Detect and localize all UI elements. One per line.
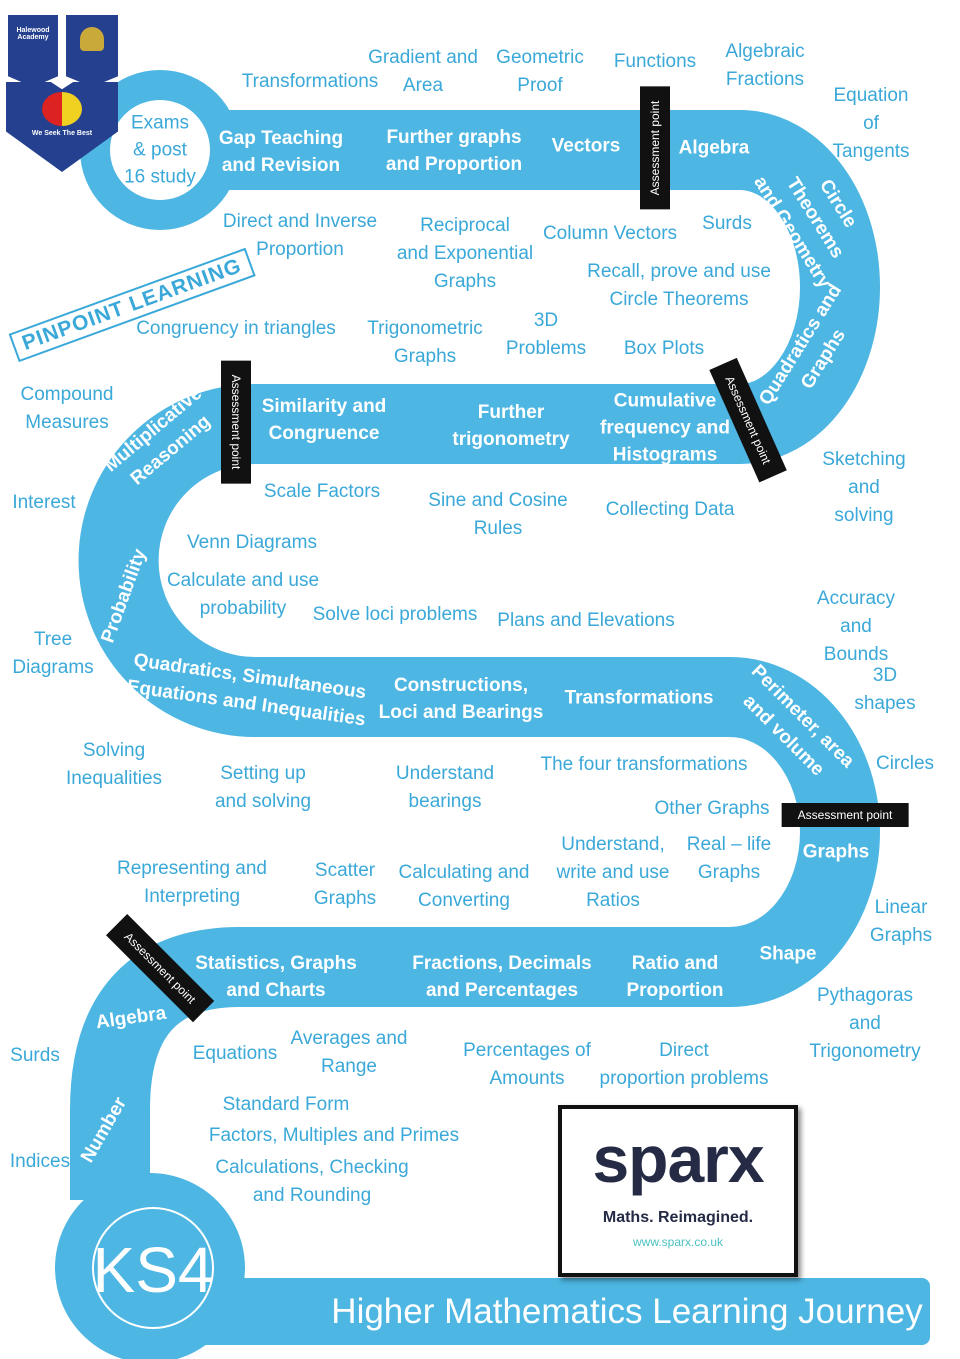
label-direct-inverse: Direct and Inverse Proportion xyxy=(222,211,378,260)
label-sine-cosine: Sine and Cosine Rules xyxy=(428,490,568,539)
label-calculations-checking: Calculations, Checking and Rounding xyxy=(215,1157,409,1206)
label-collecting-data: Collecting Data xyxy=(605,499,735,520)
school-name: Halewood Academy xyxy=(16,27,50,41)
sparx-logo-box: sparx Maths. Reimagined. www.sparx.co.uk xyxy=(558,1105,798,1277)
label-ratios: Understand, write and use Ratios xyxy=(556,834,670,911)
label-scale-factors: Scale Factors xyxy=(263,481,381,502)
sparx-tagline: Maths. Reimagined. xyxy=(602,1209,754,1226)
label-setting-up: Setting up and solving xyxy=(214,763,312,812)
sparx-url[interactable]: www.sparx.co.uk xyxy=(632,1235,724,1249)
label-solving-inequalities: Solving Inequalities xyxy=(65,740,163,789)
label-reciprocal-exponential: Reciprocal and Exponential Graphs xyxy=(396,215,534,292)
label-gradient-area: Gradient and Area xyxy=(368,47,478,96)
label-linear-graphs: Linear Graphs xyxy=(869,897,933,946)
label-percentages-amounts: Percentages of Amounts xyxy=(463,1040,591,1089)
label-four-transformations: The four transformations xyxy=(540,754,748,775)
school-logo: Halewood Academy xyxy=(8,15,58,87)
assessment-point-1: Assessment point xyxy=(640,86,670,210)
label-column-vectors: Column Vectors xyxy=(542,223,678,244)
label-3d-shapes: 3D shapes xyxy=(854,665,916,714)
topic-fractions: Fractions, Decimals and Percentages xyxy=(412,953,592,1001)
label-direct-proportion: Direct proportion problems xyxy=(599,1040,769,1089)
label-real-life-graphs: Real – life Graphs xyxy=(686,834,772,883)
label-congruency: Congruency in triangles xyxy=(136,318,336,339)
topic-constructions: Constructions, Loci and Bearings xyxy=(378,675,544,723)
label-calculate-probability: Calculate and use probability xyxy=(166,570,320,619)
label-surds-top: Surds xyxy=(702,213,752,234)
label-standard-form: Standard Form xyxy=(222,1094,350,1115)
topic-algebra: Algebra xyxy=(678,137,750,159)
label-surds-bottom: Surds xyxy=(10,1045,60,1066)
label-sketching-solving: Sketching and solving xyxy=(822,449,906,526)
label-trig-graphs: Trigonometric Graphs xyxy=(367,318,483,367)
ks4-badge: KS4 xyxy=(92,1234,214,1306)
sparx-logo: sparx xyxy=(592,1122,764,1196)
topic-statistics: Statistics, Graphs and Charts xyxy=(195,953,357,1001)
label-equation-tangents: Equation of Tangents xyxy=(832,85,910,162)
label-accuracy-bounds: Accuracy and Bounds xyxy=(816,588,896,665)
topic-further-trigonometry: Further trigonometry xyxy=(452,402,570,450)
topic-shape: Shape xyxy=(759,943,817,965)
label-box-plots: Box Plots xyxy=(623,338,705,359)
topic-vectors: Vectors xyxy=(551,135,621,157)
label-equations: Equations xyxy=(192,1043,278,1064)
label-factors-multiples: Factors, Multiples and Primes xyxy=(208,1125,460,1146)
topic-transformations: Transformations xyxy=(564,687,714,709)
label-calculating-converting: Calculating and Converting xyxy=(398,862,530,911)
label-compound-measures: Compound Measures xyxy=(20,384,114,433)
topic-ratio: Ratio and Proportion xyxy=(626,953,724,1001)
label-solve-loci: Solve loci problems xyxy=(312,604,478,625)
label-3d-problems: 3D Problems xyxy=(505,310,587,359)
page-title: Higher Mathematics Learning Journey xyxy=(331,1292,923,1331)
label-plans-elevations: Plans and Elevations xyxy=(497,610,675,631)
label-pythagoras: Pythagoras and Trigonometry xyxy=(809,985,921,1062)
label-venn-diagrams: Venn Diagrams xyxy=(187,532,317,553)
start-exams-post16: Exams & post 16 study xyxy=(124,112,196,188)
label-bearings: Understand bearings xyxy=(395,763,495,812)
topic-cumulative-frequency: Cumulative frequency and Histograms xyxy=(600,390,730,466)
assessment-point-4: Assessment point xyxy=(781,803,909,827)
label-functions: Functions xyxy=(613,51,697,72)
label-circles: Circles xyxy=(875,753,935,774)
label-other-graphs: Other Graphs xyxy=(654,798,770,819)
label-geometric-proof: Geometric Proof xyxy=(496,47,584,96)
topic-further-graphs: Further graphs and Proportion xyxy=(385,127,523,175)
label-scatter-graphs: Scatter Graphs xyxy=(313,860,377,909)
label-circle-theorems: Recall, prove and use Circle Theorems xyxy=(587,261,771,310)
label-representing: Representing and Interpreting xyxy=(117,858,267,907)
label-tree-diagrams: Tree Diagrams xyxy=(12,629,94,678)
label-interest: Interest xyxy=(12,492,76,513)
topic-graphs: Graphs xyxy=(802,841,870,863)
label-algebraic-fractions: Algebraic Fractions xyxy=(725,41,805,90)
topic-gap-teaching: Gap Teaching and Revision xyxy=(218,128,344,176)
label-indices: Indices xyxy=(9,1151,71,1172)
motto: We Seek The Best xyxy=(31,130,93,137)
assessment-point-2: Assessment point xyxy=(221,360,251,484)
label-averages-range: Averages and Range xyxy=(290,1028,408,1077)
hive-logo xyxy=(66,15,118,87)
label-transformations: Transformations xyxy=(241,71,379,92)
topic-similarity: Similarity and Congruence xyxy=(261,396,387,444)
